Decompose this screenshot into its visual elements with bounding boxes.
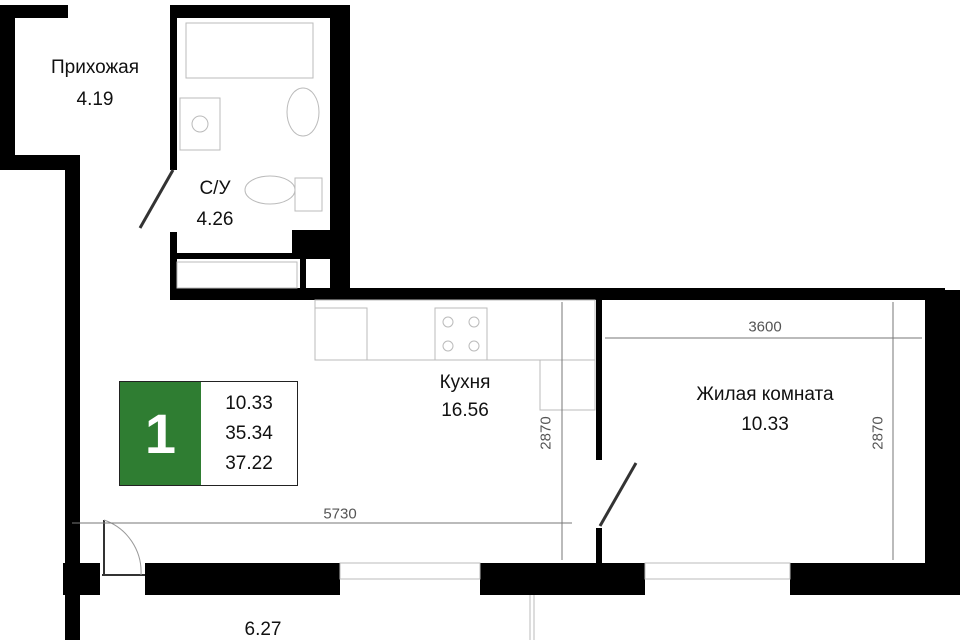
- room-name-living: Жилая комната: [696, 384, 834, 405]
- total-area: 35.34: [225, 422, 273, 444]
- radiator: [539, 359, 596, 411]
- room-area-bathroom: 4.26: [196, 209, 234, 230]
- balcony-area: 6.27: [244, 619, 282, 640]
- room-name-hallway: Прихожая: [50, 57, 140, 78]
- dimension-room-width: 3600: [748, 318, 782, 336]
- kitchen-sink: [314, 307, 368, 361]
- room-name-kitchen: Кухня: [439, 372, 491, 393]
- room-area-living: 10.33: [741, 414, 789, 435]
- window: [339, 562, 481, 580]
- dimension-kitchen-depth: 2870: [537, 416, 555, 450]
- boiler: [176, 261, 298, 289]
- window: [644, 562, 791, 580]
- total-area-with-balcony: 37.22: [225, 452, 273, 474]
- fixtures: [176, 22, 791, 640]
- walls: [0, 5, 960, 640]
- bathtub: [185, 22, 314, 79]
- living-area: 10.33: [225, 392, 273, 414]
- room-name-bathroom: С/У: [199, 178, 231, 199]
- dimension-room-depth: 2870: [869, 416, 887, 450]
- room-area-hallway: 4.19: [76, 89, 114, 110]
- washing-machine: [179, 97, 221, 151]
- sink: [286, 87, 320, 137]
- doors: [102, 169, 638, 576]
- apartment-legend: 1 10.33 35.34 37.22: [119, 381, 298, 486]
- dimension-kitchen-width: 5730: [323, 505, 357, 523]
- rooms-count-badge: 1: [120, 382, 201, 485]
- toilet: [244, 175, 296, 205]
- stove: [434, 307, 488, 361]
- room-area-kitchen: 16.56: [441, 400, 489, 421]
- dimension-lines: [72, 302, 922, 560]
